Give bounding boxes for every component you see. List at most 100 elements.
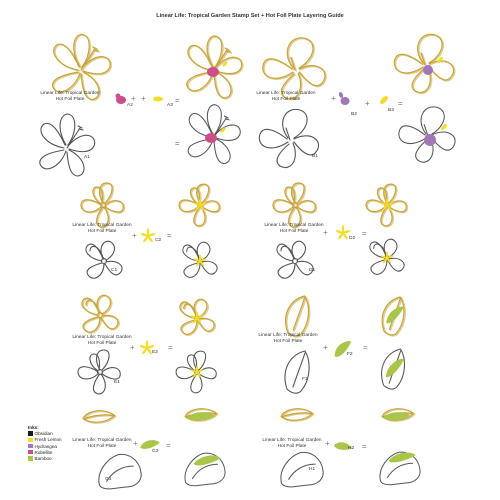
b2-hydrangea-layer — [340, 97, 350, 105]
a1-outline-flower — [39, 113, 96, 177]
label-f1: F1 — [302, 377, 308, 382]
plus-sign: + — [325, 439, 330, 448]
e1-outline-flower — [77, 349, 121, 395]
f-result-outline-bamboo — [385, 358, 405, 378]
ink-item: Hydrangea — [28, 444, 62, 450]
label-g2: G2 — [152, 449, 159, 454]
equals-sign: = — [362, 229, 367, 238]
label-h2: H2 — [348, 446, 355, 451]
a-result-rubellite — [207, 67, 219, 77]
e-plate-label: Linear Life: Tropical Garden Hot Foil Pl… — [72, 335, 132, 346]
ink-name: Hydrangea — [34, 443, 57, 449]
b-result-outline — [398, 106, 456, 163]
ink-name: Rubellite — [34, 449, 53, 455]
e-result-lemon — [190, 311, 204, 324]
f1-outline-leaf — [284, 350, 310, 394]
c-result-outline-lemon — [193, 254, 207, 267]
plus-sign: + — [365, 99, 370, 108]
inks-title: Inks: — [28, 425, 39, 430]
plus-sign: + — [323, 343, 328, 352]
equals-sign: = — [398, 99, 403, 108]
c-hot-foil-flower — [81, 183, 126, 229]
equals-sign: = — [175, 139, 180, 148]
label-c1: C1 — [111, 268, 118, 273]
label-d1: D1 — [309, 268, 316, 273]
h1-outline-leaves — [280, 451, 324, 488]
a3-fresh-lemon-layer — [153, 96, 163, 102]
label-d2: D2 — [349, 236, 356, 241]
a-result-lemon — [222, 61, 228, 67]
b-plate-label: Linear Life: Tropical Garden Hot Foil Pl… — [256, 91, 316, 102]
equals-sign: = — [175, 96, 180, 105]
e-hot-foil-flower — [82, 295, 121, 334]
b1-outline-flower — [258, 108, 320, 169]
plus-sign: + — [131, 94, 136, 103]
d1-outline-flower — [276, 240, 314, 279]
guide-title: Linear Life: Tropical Garden Stamp Set +… — [156, 13, 344, 19]
label-a3: A3 — [167, 103, 173, 108]
c2-fresh-lemon-layer — [140, 228, 156, 243]
b3-fresh-lemon-layer — [380, 96, 388, 104]
g-result-outline-bamboo — [193, 455, 221, 466]
plus-sign: + — [331, 94, 336, 103]
g-result-bamboo — [187, 412, 215, 421]
b-result-foil — [393, 33, 455, 94]
plus-sign: + — [130, 343, 135, 352]
label-e1: E1 — [114, 380, 120, 385]
d-result-outline-lemon — [380, 251, 394, 264]
label-f2: F2 — [347, 352, 353, 357]
ink-swatch — [28, 431, 33, 436]
h-result-outline-bamboo — [388, 452, 416, 463]
label-g1: G1 — [105, 477, 112, 482]
ink-item: Rubellite — [28, 450, 62, 456]
ink-item: Bamboo — [28, 456, 62, 462]
ink-swatch — [28, 456, 33, 461]
c-result-lemon — [193, 198, 207, 211]
h-plate-label: Linear Life: Tropical Garden Hot Foil Pl… — [262, 438, 322, 449]
plus-sign: + — [141, 94, 146, 103]
d2-fresh-lemon-layer — [335, 225, 351, 240]
label-b3: B3 — [388, 108, 394, 113]
e2-fresh-lemon-layer — [139, 340, 155, 355]
h-result-bamboo — [383, 412, 411, 421]
d-plate-label: Linear Life: Tropical Garden Hot Foil Pl… — [264, 223, 324, 234]
g-plate-label: Linear Life: Tropical Garden Hot Foil Pl… — [72, 438, 132, 449]
ink-name: Obsidian — [34, 431, 53, 437]
equals-sign: = — [362, 442, 367, 451]
b-hot-foil-flower — [262, 37, 326, 100]
a-result-outline-rubellite — [205, 133, 217, 143]
g1-outline-leaves — [98, 453, 142, 490]
equals-sign: = — [168, 343, 173, 352]
label-b1: B1 — [312, 154, 318, 159]
b-result-outline-lemon — [440, 123, 448, 131]
label-a2: A2 — [127, 103, 133, 108]
equals-sign: = — [166, 441, 171, 450]
d-hot-foil-flower — [273, 183, 318, 229]
b-result-outline-hydrangea — [424, 134, 436, 146]
a-plate-label: Linear Life: Tropical Garden Hot Foil Pl… — [40, 91, 100, 102]
f-plate-label: Linear Life: Tropical Garden Hot Foil Pl… — [258, 333, 318, 344]
ink-name: Bamboo — [34, 456, 52, 462]
f2-bamboo-layer — [334, 341, 352, 357]
label-a1: A1 — [84, 155, 90, 160]
equals-sign: = — [363, 343, 368, 352]
plus-sign: + — [132, 231, 137, 240]
plus-sign: + — [323, 228, 328, 237]
ink-item: Obsidian — [28, 431, 62, 437]
ink-swatch — [28, 443, 33, 449]
ink-swatch — [28, 437, 33, 442]
ink-name: Fresh Lemon — [34, 437, 62, 443]
e-result-outline-lemon — [190, 365, 204, 378]
b-result-lemon — [436, 56, 444, 64]
h2-bamboo-layer — [333, 442, 353, 450]
ink-item: Fresh Lemon — [28, 437, 62, 443]
d-result-lemon — [380, 198, 394, 211]
c-plate-label: Linear Life: Tropical Garden Hot Foil Pl… — [72, 223, 132, 234]
label-h1: H1 — [309, 467, 316, 472]
f-result-bamboo — [386, 306, 404, 324]
label-b2: B2 — [351, 112, 357, 117]
a-result-outline-lemon — [220, 127, 226, 133]
label-e2: E2 — [152, 350, 158, 355]
